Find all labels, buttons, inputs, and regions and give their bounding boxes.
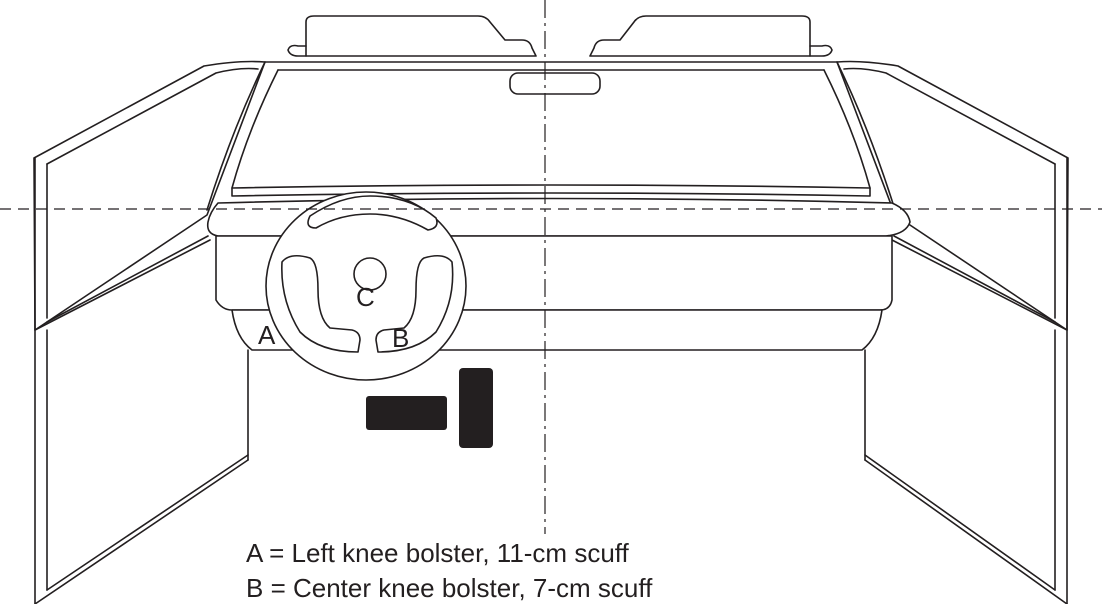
windshield	[206, 61, 896, 211]
label-a: A	[258, 320, 276, 350]
brake-pedal	[366, 396, 447, 430]
steering-wheel	[265, 191, 467, 381]
label-b: B	[392, 323, 409, 353]
left-sun-visor	[287, 15, 537, 57]
right-sun-visor	[589, 15, 833, 57]
label-c: C	[356, 282, 375, 312]
legend-line-a: A = Left knee bolster, 11-cm scuff	[246, 538, 630, 568]
legend-line-b: B = Center knee bolster, 7-cm scuff	[246, 573, 653, 603]
right-door-panel	[836, 60, 1069, 605]
accelerator-pedal	[459, 368, 493, 448]
left-door-panel	[33, 60, 266, 605]
lower-console	[247, 349, 866, 461]
rearview-mirror	[509, 72, 601, 95]
